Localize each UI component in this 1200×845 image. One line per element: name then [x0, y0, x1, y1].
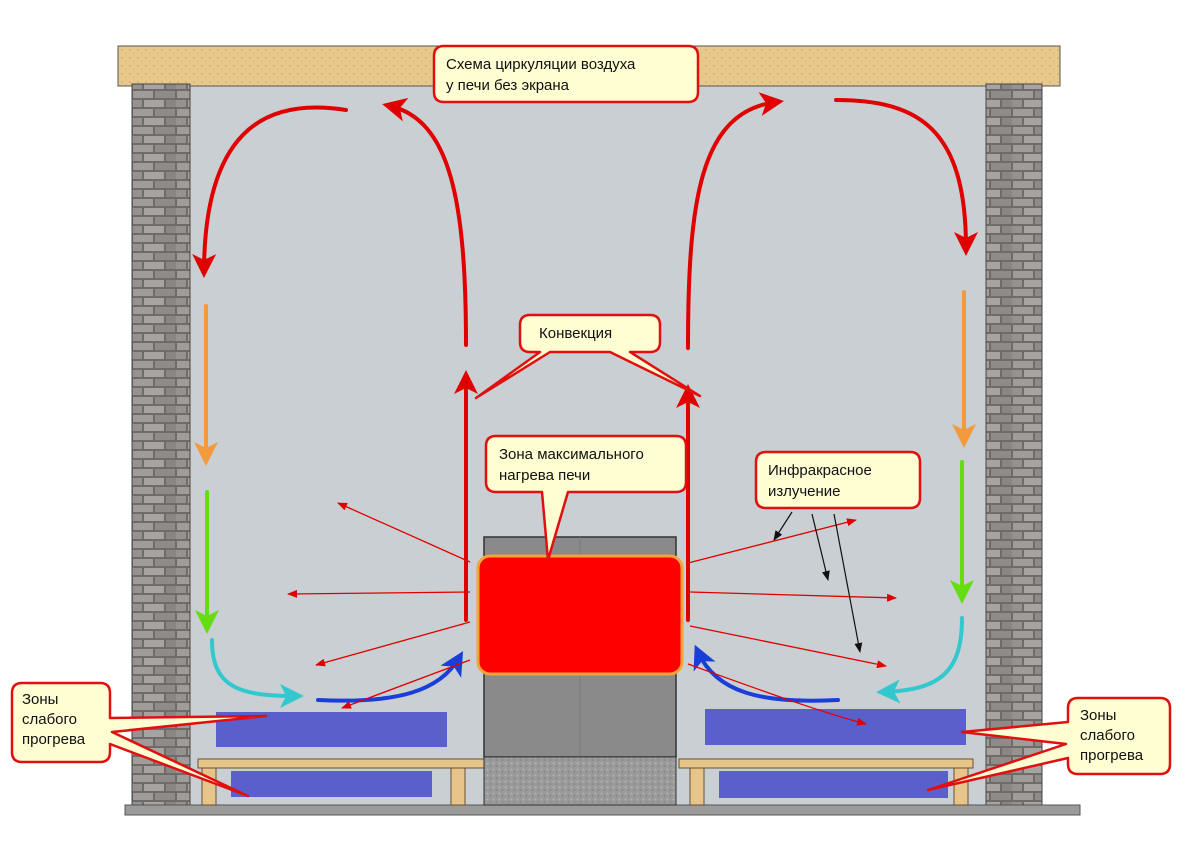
stove-base: [483, 756, 677, 806]
callout-weak-zone-left: Зоны слабого прогрева: [10, 681, 268, 798]
ir-ray: [337, 502, 471, 563]
weak-zone-right-line-2: слабого: [1080, 727, 1135, 744]
weak-zone-right-upper: [705, 709, 966, 745]
room-structure: [117, 45, 1081, 816]
callout-title: Схема циркуляции воздуха у печи без экра…: [432, 44, 700, 104]
weak-zone-right-lower: [719, 771, 948, 798]
ir-ray: [687, 663, 867, 726]
callout-max-heat-zone: Зона максимального нагрева печи: [484, 434, 688, 562]
weak-heating-zones: [216, 709, 966, 798]
title-line-2: у печи без экрана: [446, 77, 570, 94]
right-bench-leg: [953, 767, 969, 806]
ir-ray: [689, 625, 887, 669]
floor: [124, 804, 1081, 816]
callout-infrared: Инфракрасное излучение: [754, 450, 922, 510]
hot-air-arrow-left-ceiling: [192, 105, 348, 278]
hot-air-arrow-right-ceiling: [834, 98, 978, 256]
left-bench-leg: [450, 767, 466, 806]
weak-zone-left-line-1: Зоны: [22, 691, 58, 708]
ir-ray: [687, 518, 857, 564]
weak-zone-right-line-3: прогрева: [1080, 747, 1144, 764]
weak-zone-left-lower: [231, 771, 432, 797]
ir-ray: [315, 621, 471, 667]
hot-air-arrow-right-upper: [686, 92, 784, 350]
left-brick-wall: [131, 83, 191, 807]
ir-ray: [689, 591, 897, 602]
benches: [197, 758, 974, 806]
max-heat-line-2: нагрева печи: [499, 467, 590, 484]
ir-ray: [341, 659, 471, 709]
cold-air-arrow-right: [693, 644, 840, 703]
left-bench-top: [197, 758, 485, 769]
weak-zone-right-line-1: Зоны: [1080, 707, 1116, 724]
title-line-1: Схема циркуляции воздуха: [446, 56, 636, 73]
weak-zone-left-line-2: слабого: [22, 711, 77, 728]
callout-convection: Конвекция: [474, 313, 702, 400]
cool-air-arrow-left: [210, 638, 304, 708]
cold-air-arrow-left: [316, 651, 464, 703]
infrared-pointer-arrows: [773, 511, 863, 653]
stove: [476, 536, 684, 806]
infrared-line-1: Инфракрасное: [768, 462, 872, 479]
cool-air-arrow-right: [876, 616, 964, 704]
right-bench-leg: [689, 767, 705, 806]
infrared-line-2: излучение: [768, 483, 841, 500]
convection-label: Конвекция: [539, 325, 612, 342]
weak-zone-left-line-3: прогрева: [22, 731, 86, 748]
right-bench-top: [678, 758, 974, 769]
infrared-rays: [287, 502, 897, 726]
hot-air-arrow-left-upper: [382, 97, 468, 347]
max-heat-line-1: Зона максимального: [499, 446, 644, 463]
air-flow-arrows: [192, 92, 978, 708]
right-brick-wall: [985, 83, 1043, 807]
stove-hot-zone: [476, 554, 684, 676]
left-bench-leg: [201, 767, 217, 806]
callout-weak-zone-right: Зоны слабого прогрева: [926, 696, 1172, 792]
ir-ray: [287, 589, 471, 598]
